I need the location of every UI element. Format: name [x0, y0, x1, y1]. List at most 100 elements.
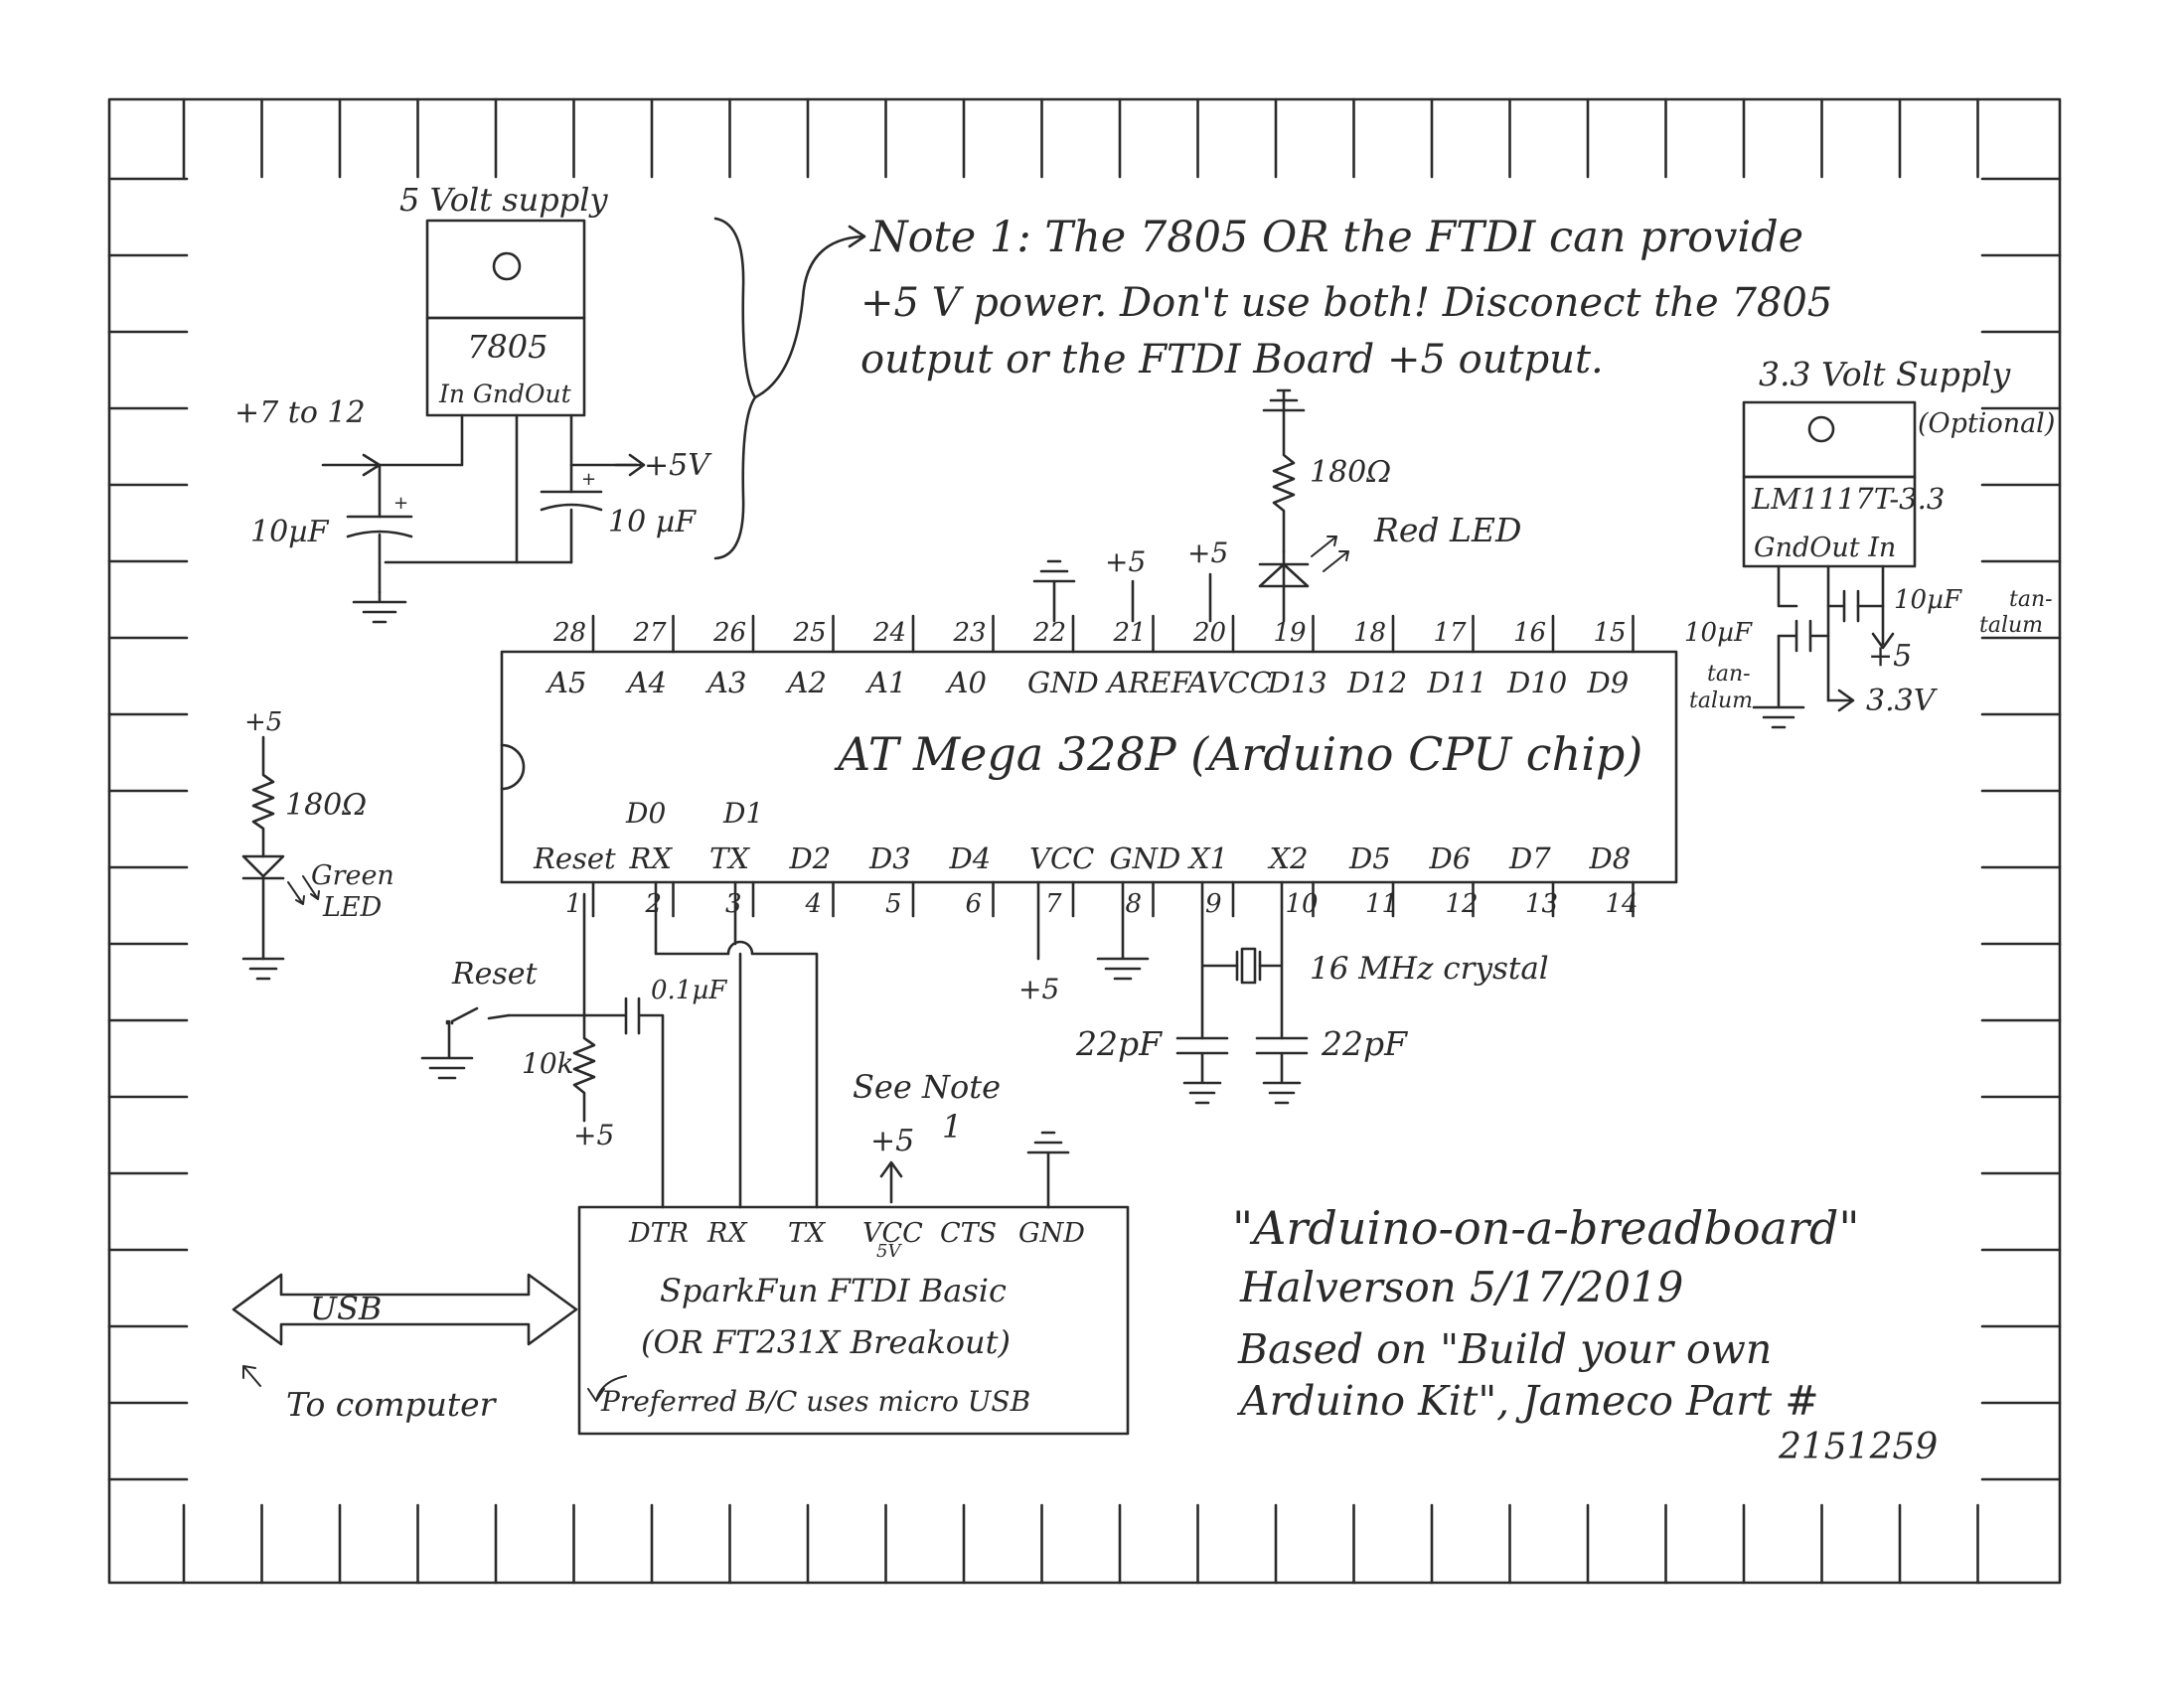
title-line4: Arduino Kit", Jameco Part #: [1236, 1377, 1819, 1425]
usb-note: To computer: [286, 1385, 498, 1424]
reset-resistor-label: 10k: [522, 1047, 574, 1080]
reset-supply: +5: [573, 1119, 614, 1151]
cap-in-plates: [346, 515, 413, 538]
cap-in-label: 10µF: [250, 515, 330, 549]
chip-bottom-pin-number: 10: [1286, 889, 1319, 919]
chip-bottom-pin-number: 11: [1365, 889, 1398, 919]
chip-bottom-pin-name: D2: [789, 842, 832, 875]
chip-top-pin-name: AREF: [1105, 666, 1192, 699]
crystal-cap-left-label: 22pF: [1075, 1024, 1163, 1063]
cap-in-plus: +: [393, 493, 408, 514]
regulator-7805-pins: In GndOut: [438, 380, 572, 408]
regulator-lm1117-optional: (Optional): [1918, 408, 2055, 439]
chip-top-pin-name: A5: [545, 666, 586, 699]
regulator-7805-label: 7805: [467, 328, 547, 366]
title-line1: "Arduino-on-a-breadboard": [1232, 1201, 1860, 1255]
chip-bottom-pin-name: D3: [868, 842, 911, 875]
output-5v-arrow: [614, 453, 646, 477]
ground-red-led: [1262, 388, 1306, 412]
usb-connection: USB To computer: [232, 1273, 578, 1424]
chip-top-pin-number: 23: [953, 618, 987, 648]
chip-notch: [500, 743, 526, 791]
green-led-rays: [287, 875, 320, 905]
tant-right-1: tan-: [2009, 587, 2053, 612]
frame-ticks: [107, 97, 2062, 1585]
cap-3v3-right-label: 10µF: [1894, 585, 1962, 615]
chip-top-pin-number: 17: [1434, 618, 1468, 648]
top-connections: +5 +5 180Ω Red LED: [1032, 388, 1521, 623]
bottom-connections: +5 16 MHz crystal 22pF 22pF: [1018, 880, 1549, 1105]
chip-top-pin-number: 22: [1032, 618, 1066, 648]
supply-5v-input-arrow: [321, 453, 382, 477]
chip-top-pin-name: D10: [1506, 666, 1567, 699]
note-1-line2: +5 V power. Don't use both! Disconect th…: [860, 280, 1832, 326]
red-led-rays: [1311, 536, 1349, 572]
regulator-7805-hole: [492, 251, 522, 281]
chip-top-pin-name: GND: [1027, 666, 1099, 699]
green-led-resistor-label: 180Ω: [285, 788, 367, 823]
avcc-supply: +5: [1187, 537, 1228, 569]
chip-bottom-pin-name: D8: [1589, 842, 1632, 875]
ground-reset: [420, 1019, 474, 1080]
cap-out-plus: +: [581, 469, 596, 490]
chip-bottom-pin-name: Reset: [533, 842, 616, 875]
vcc-ftdi-arrow: [879, 1160, 903, 1204]
chip-bottom-pin-name: RX: [629, 842, 674, 875]
ground-5v-supply: [352, 590, 407, 624]
regulator-7805-tab: [425, 219, 586, 320]
chip-bottom-pin-number: 8: [1126, 889, 1143, 919]
supply-3v3-title: 3.3 Volt Supply: [1759, 355, 2011, 393]
cap-out-label: 10 µF: [608, 505, 697, 539]
ground-ftdi: [1026, 1131, 1070, 1209]
title-line5: 2151259: [1778, 1427, 1938, 1467]
chip-top-pin-number: 25: [793, 618, 827, 648]
chip-bottom-pin-number: 14: [1606, 889, 1638, 919]
title-line2: Halverson 5/17/2019: [1239, 1263, 1683, 1311]
ftdi-pin-label: DTR: [628, 1218, 689, 1249]
tant-left-1: tan-: [1707, 662, 1751, 687]
chip-d1-label: D1: [722, 797, 763, 830]
chip-bottom-pin-number: 7: [1045, 889, 1062, 919]
regulator-lm1117-pins: GndOut In: [1754, 533, 1896, 563]
supply-3v3: 3.3 Volt Supply (Optional) LM1117T-3.3 G…: [1684, 355, 2055, 729]
chip-top-pin-number: 16: [1513, 618, 1546, 648]
green-led-symbol: [241, 854, 285, 961]
ftdi-preferred-arrow: [587, 1375, 627, 1402]
supply-3v3-out-label: 3.3V: [1866, 684, 1939, 718]
usb-label: USB: [310, 1290, 382, 1327]
chip-top-pin-name: D12: [1346, 666, 1407, 699]
chip-bottom-pin-number: 13: [1525, 889, 1558, 919]
ground-3v3: [1752, 634, 1805, 729]
chip-bottom-pin-number: 2: [645, 889, 663, 919]
see-note-line1: See Note: [853, 1068, 1001, 1106]
to-computer-arrow: [242, 1365, 261, 1387]
see-note-line2: +5: [870, 1124, 914, 1158]
ground-green-led: [241, 957, 285, 981]
cap-out-plates: [540, 490, 603, 512]
supply-5v-title: 5 Volt supply: [399, 181, 608, 219]
aref-supply: +5: [1105, 545, 1146, 578]
reset-label: Reset: [451, 957, 538, 992]
regulator-lm1117-leads: [1777, 564, 1885, 702]
reset-switch-wire: [445, 1013, 586, 1025]
chip-top-pin-number: 28: [552, 618, 586, 648]
crystal-cap-right-label: 22pF: [1321, 1024, 1408, 1063]
chip-bottom-pins: Reset1RX2TX3D24D35D46VCC7GND8X19X210D511…: [533, 842, 1638, 919]
ftdi-line1: SparkFun FTDI Basic: [660, 1272, 1007, 1309]
ftdi-pin-label: TX: [788, 1218, 827, 1249]
ftdi-pin-label: VCC: [862, 1218, 923, 1249]
green-led-circuit: +5 180Ω Green LED: [241, 707, 394, 981]
gnd-pin22-wire: [1032, 559, 1076, 623]
output-5v-label: +5V: [644, 448, 712, 483]
chip-bottom-pin-name: VCC: [1029, 842, 1094, 875]
chip-top-pin-number: 26: [712, 618, 746, 648]
chip-top-pin-name: D11: [1427, 666, 1487, 699]
note-1: Note 1: The 7805 OR the FTDI can provide…: [860, 213, 1832, 383]
atmega-chip: 28A527A426A325A224A123A022GND21AREF20AVC…: [500, 614, 1678, 919]
green-led-label-2: LED: [322, 892, 383, 923]
crystal-label: 16 MHz crystal: [1310, 951, 1549, 987]
see-note: See Note +5 1: [853, 1068, 1070, 1209]
note-1-line1: Note 1: The 7805 OR the FTDI can provide: [869, 213, 1803, 262]
crystal-cap-left: [1175, 1036, 1229, 1105]
